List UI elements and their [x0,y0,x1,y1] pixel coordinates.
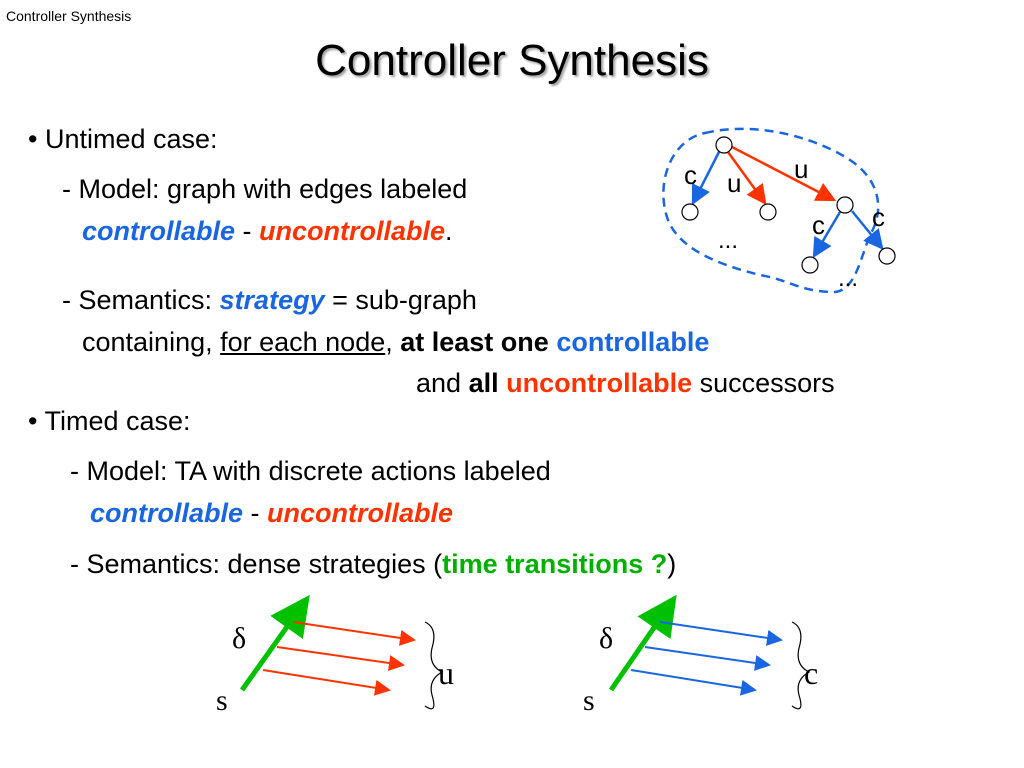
slide-title: Controller Synthesis [315,36,709,85]
controllable-arrow [659,621,783,646]
edge-label-c: c [872,202,885,232]
semantics-suffix: = sub-graph [324,285,477,315]
state-label: s [583,684,595,717]
uncontrollable-term: uncontrollable [259,216,446,246]
delta-label: δ [232,622,246,655]
untimed-model-line: - Model: graph with edges labeled [62,174,468,204]
edge-label-u: u [727,168,741,198]
untimed-containing-line: containing, for each node, at least one … [82,326,709,358]
controllable-arrow [630,669,757,696]
edge-label-u: u [794,154,808,184]
edge-c-root-left [691,149,722,206]
edge-c-right-left [812,211,842,259]
graph-node [878,247,896,265]
untimed-labels-line: controllable - uncontrollable. [82,215,453,247]
timed-dash: - [243,498,268,528]
successors-text: successors [692,368,835,398]
graph-node [715,136,733,154]
comma: , [385,327,401,357]
timed-semantics-line: - Semantics: dense strategies (time tran… [70,548,676,580]
timed-model-line: - Model: TA with discrete actions labele… [70,456,551,486]
edge-label-c: c [684,160,697,190]
period: . [445,216,453,246]
graph-node [836,196,854,214]
edge-u-root-mid [726,151,767,206]
and-text: and [416,368,469,398]
bullet-untimed: • Untimed case: [28,124,218,154]
brace [791,621,811,710]
edge-label-c: c [812,210,825,240]
graph-node [681,203,699,221]
action-label-c: c [804,655,818,691]
graph-node [759,203,777,221]
untimed-successors-line: and all uncontrollable successors [416,367,835,399]
brace [424,621,444,710]
strategy-term: strategy [219,285,325,315]
time-trajectory-line [608,594,677,692]
timed-semantics-prefix: - Semantics: dense strategies ( [70,549,443,579]
containing-text: containing, [82,327,221,357]
uncontrollable-arrow [262,669,391,696]
header-label: Controller Synthesis [6,8,132,24]
edge-c-right-right [851,210,884,250]
at-least-one-text: at least one [400,327,549,357]
timed-semantics-suffix: ) [667,549,677,579]
uncontrollable-arrow [276,646,405,671]
timed-uncontrollable-term: uncontrollable [267,498,454,528]
untimed-semantics-line: - Semantics: strategy = sub-graph [62,284,477,316]
graph-node [801,256,819,274]
delta-label: δ [599,622,613,655]
time-trajectory-line [239,594,310,692]
state-label: s [216,684,228,717]
dash: - [235,216,260,246]
controllable-arrow [644,646,771,671]
ellipsis: ... [838,265,858,292]
controllable-bold: controllable [548,327,710,357]
edge-u-root-right [731,145,837,202]
bullet-timed: • Timed case: [28,406,191,436]
for-each-node-text: for each node [220,327,386,357]
all-text: all [468,368,499,398]
uncontrollable-arrow [292,621,416,646]
ellipsis: ... [718,227,738,254]
time-transitions-term: time transitions ? [442,549,668,579]
controllable-term: controllable [82,216,236,246]
semantics-prefix: - Semantics: [62,285,220,315]
strategy-dashed-boundary [662,127,880,294]
action-label-u: u [438,655,454,691]
timed-labels-line: controllable - uncontrollable [90,497,453,529]
uncontrollable-bold: uncontrollable [498,368,693,398]
timed-controllable-term: controllable [90,498,244,528]
